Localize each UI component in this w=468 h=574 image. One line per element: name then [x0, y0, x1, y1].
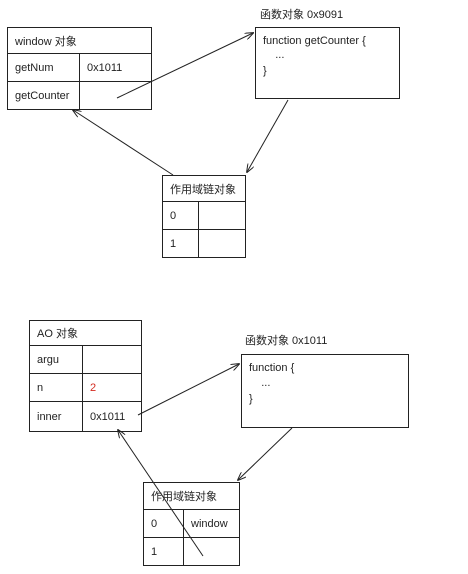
- ao-row-key: inner: [29, 401, 83, 432]
- ao-row-key: argu: [29, 345, 83, 374]
- code-line: function {: [249, 362, 295, 374]
- code-line: ...: [249, 377, 271, 389]
- window-row-value: [79, 81, 152, 110]
- function-object-box: function { ... }: [241, 354, 409, 428]
- function-object-box: function getCounter { ... }: [255, 27, 400, 99]
- ao-row-value: 2: [82, 373, 142, 402]
- window-row-value: 0x1011: [79, 53, 152, 82]
- scope-chain-index: 1: [162, 229, 199, 258]
- scope-arrow: [247, 99, 289, 172]
- scope-chain-table: 作用域链对象 0 window 1: [143, 482, 240, 566]
- scope-chain-table: 作用域链对象 0 1: [162, 175, 246, 258]
- code-line: }: [249, 393, 253, 405]
- scope-chain-title: 作用域链对象: [143, 482, 240, 510]
- window-row-key: getNum: [7, 53, 80, 82]
- ao-row-key: n: [29, 373, 83, 402]
- scope-chain-value: [198, 201, 246, 230]
- code-line: ...: [263, 49, 285, 61]
- function-object-title: 函数对象 0x9091: [260, 9, 344, 21]
- window-object-title: window 对象: [7, 27, 152, 54]
- scope-chain-value: [183, 537, 240, 566]
- ao-row-value: 0x1011: [82, 401, 142, 432]
- code-line: function getCounter {: [263, 35, 366, 47]
- scope-chain-value: window: [183, 509, 240, 538]
- scope-chain-index: 0: [162, 201, 199, 230]
- scope-chain-index: 1: [143, 537, 184, 566]
- window-object-table: window 对象 getNum 0x1011 getCounter: [7, 27, 152, 110]
- window-row-key: getCounter: [7, 81, 80, 110]
- scope-chain-index: 0: [143, 509, 184, 538]
- scope-link-arrow: [73, 110, 174, 176]
- scope-chain-value: [198, 229, 246, 258]
- pointer-arrow: [137, 364, 239, 416]
- ao-object-table: AO 对象 argu n 2 inner 0x1011: [29, 320, 142, 432]
- code-line: }: [263, 65, 267, 77]
- ao-object-title: AO 对象: [29, 320, 142, 346]
- scope-arrow: [238, 427, 293, 480]
- scope-chain-title: 作用域链对象: [162, 175, 246, 202]
- function-object-title: 函数对象 0x1011: [245, 335, 328, 347]
- ao-row-value: [82, 345, 142, 374]
